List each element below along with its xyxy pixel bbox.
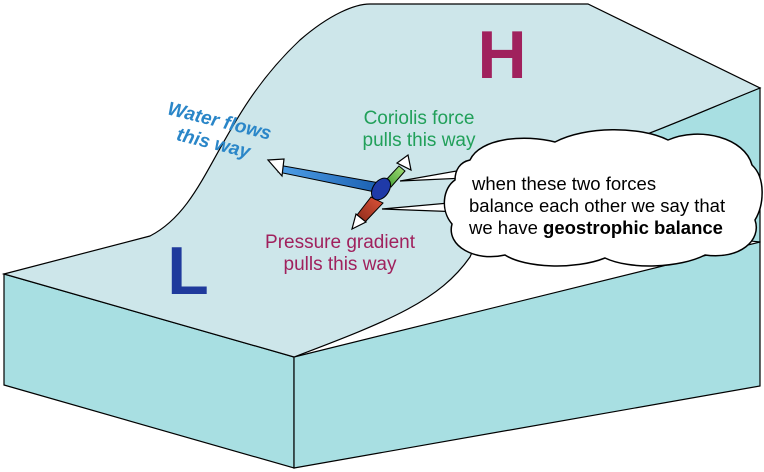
water-parcel (370, 177, 392, 201)
pressure-gradient-arrow (351, 196, 384, 231)
block-right-face (293, 241, 761, 469)
high-pressure-label: H (477, 17, 526, 93)
callout-text-line2: balance each other we say that (469, 195, 725, 216)
callout-cloud (443, 129, 763, 267)
pressure-gradient-label-line1: Pressure gradient (265, 232, 416, 253)
callout-text-line3: we have geostrophic balance (468, 217, 723, 238)
callout-text-line1: when these two forces (471, 173, 656, 194)
pressure-gradient-label-line2: pulls this way (284, 254, 397, 275)
coriolis-label-line1: Coriolis force (364, 108, 475, 129)
low-pressure-label: L (167, 233, 209, 309)
coriolis-label-line2: pulls this way (363, 130, 476, 151)
callout-text-prefix: we have (468, 217, 543, 238)
geostrophic-balance-term: geostrophic balance (543, 217, 723, 238)
